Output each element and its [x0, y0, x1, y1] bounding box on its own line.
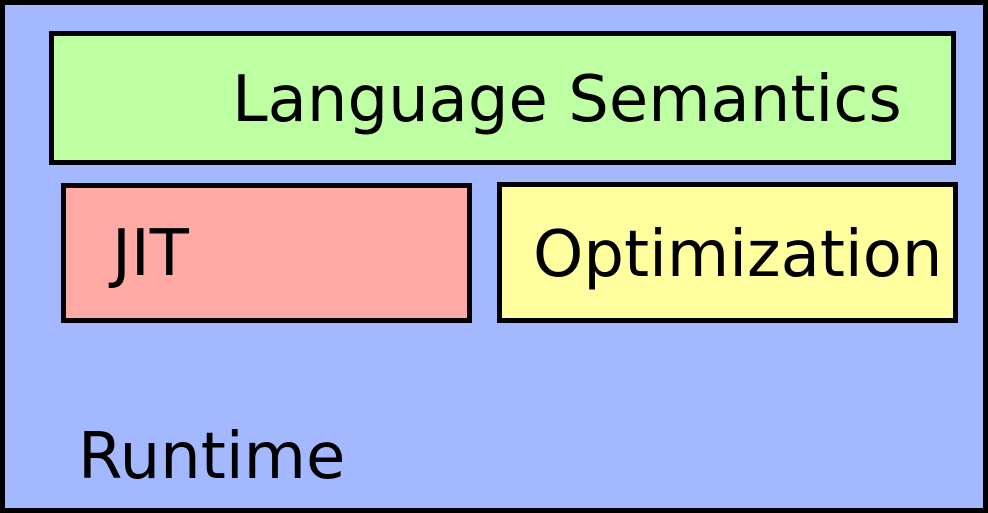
- jit-label: JIT: [112, 217, 189, 291]
- jit-box: JIT: [61, 183, 472, 323]
- language-semantics-box: Language Semantics: [49, 31, 956, 165]
- optimization-label: Optimization: [533, 218, 943, 292]
- runtime-label: Runtime: [78, 420, 346, 494]
- optimization-box: Optimization: [497, 182, 958, 323]
- language-semantics-label: Language Semantics: [232, 63, 902, 137]
